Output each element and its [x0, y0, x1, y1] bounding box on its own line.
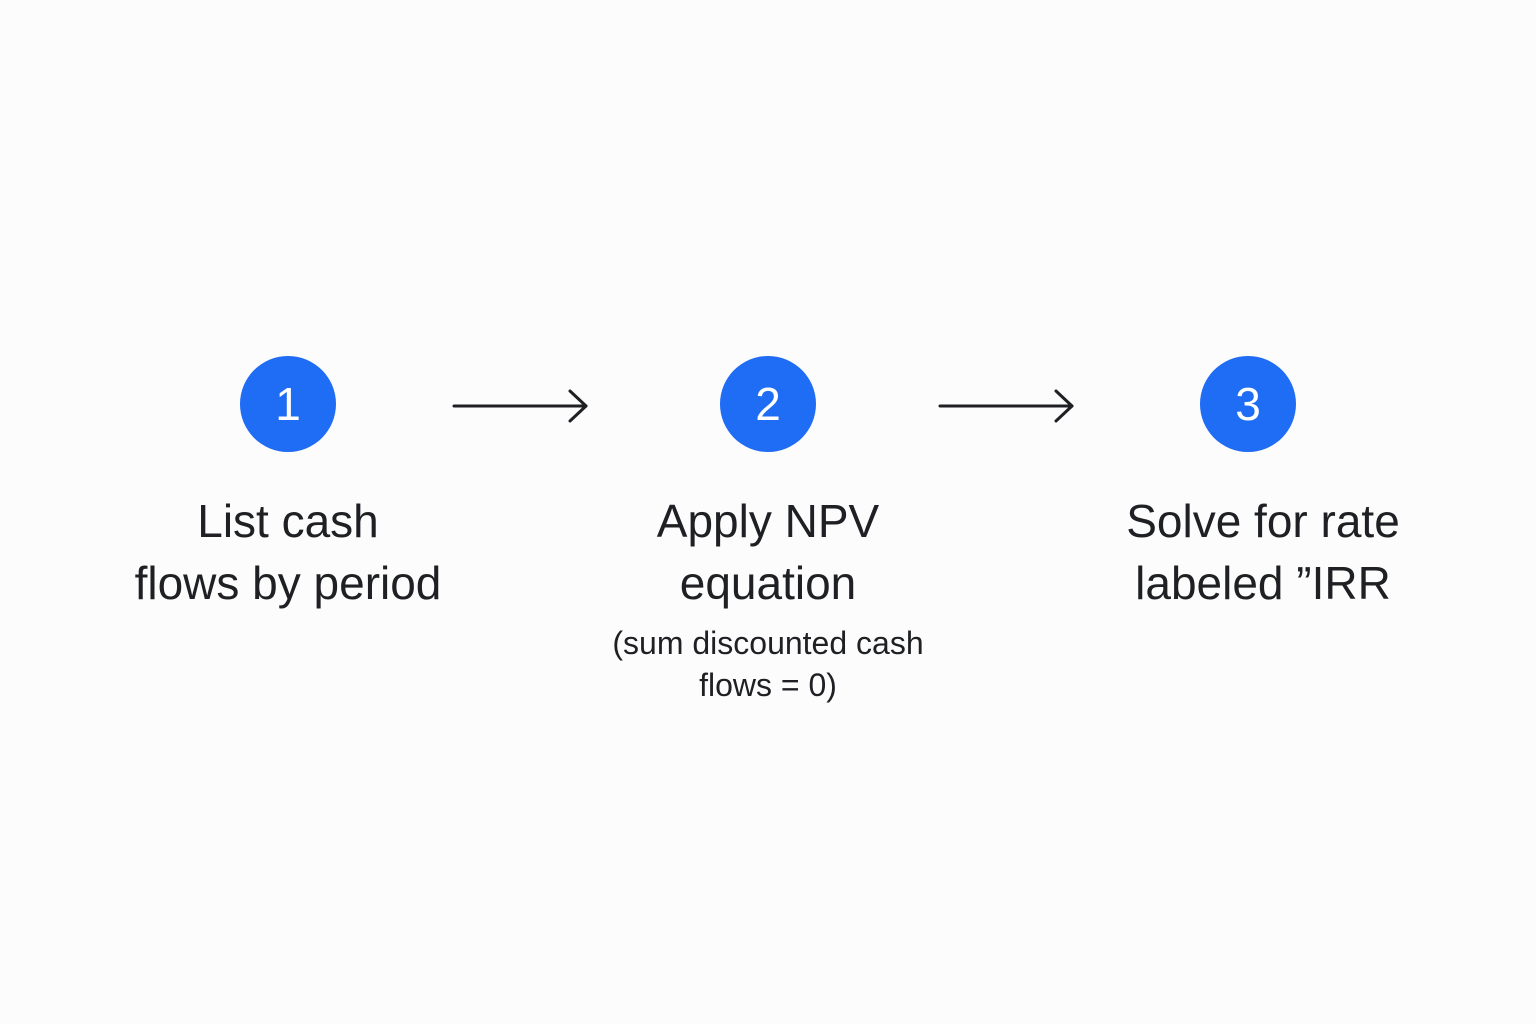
step-number-badge: 2	[720, 356, 816, 452]
step-title: List cash flows by period	[134, 495, 442, 609]
right-arrow-icon	[452, 389, 588, 423]
step-2: 2 Apply NPV equation (sum discounted cas…	[558, 356, 978, 706]
step-1: 1 List cash flows by period	[78, 356, 498, 614]
step-title: Apply NPV equation	[656, 495, 880, 609]
step-3: 3 Solve for rate labeled ”IRR	[1038, 356, 1458, 614]
step-title: Solve for rate labeled ”IRR	[1126, 495, 1400, 609]
right-arrow-icon	[938, 389, 1074, 423]
step-number-badge: 3	[1200, 356, 1296, 452]
step-number-badge: 1	[240, 356, 336, 452]
step-note: (sum discounted cash flows = 0)	[612, 625, 924, 703]
